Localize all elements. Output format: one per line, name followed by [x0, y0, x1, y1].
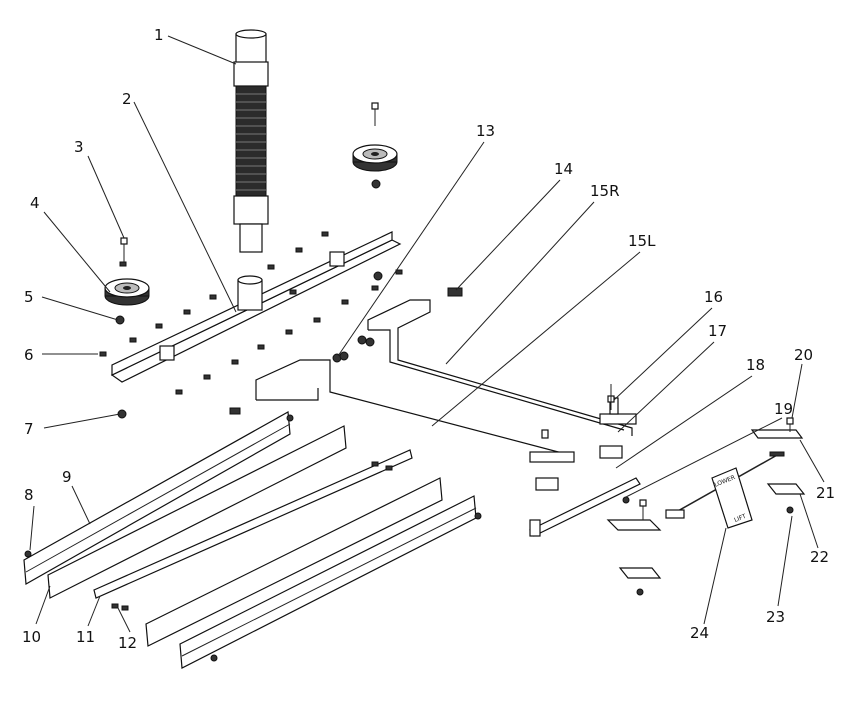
callout-6: 6 — [24, 346, 34, 364]
nut-parts — [115, 287, 463, 419]
flat-bar-lower-part — [145, 477, 443, 647]
callout-2: 2 — [122, 90, 132, 108]
bar-screws — [24, 414, 482, 662]
callout-5: 5 — [24, 288, 34, 306]
callout-24: 24 — [690, 624, 709, 642]
callout-19: 19 — [774, 400, 793, 418]
bolt-part — [120, 237, 128, 262]
callout-7: 7 — [24, 420, 34, 438]
screw-set — [99, 231, 403, 415]
callout-21: 21 — [816, 484, 835, 502]
callout-4: 4 — [30, 194, 40, 212]
callout-11: 11 — [76, 628, 95, 646]
callout-18: 18 — [746, 356, 765, 374]
flat-bar-part — [47, 425, 347, 599]
hose-part — [233, 29, 269, 253]
callout-13: 13 — [476, 122, 495, 140]
callout-labels: 1 2 3 4 5 6 7 8 9 10 11 12 13 14 15R 15L… — [22, 26, 835, 652]
callout-20: 20 — [794, 346, 813, 364]
callout-3: 3 — [74, 138, 84, 156]
callout-15r: 15R — [590, 182, 620, 200]
main-rail-part — [110, 231, 402, 383]
callout-10: 10 — [22, 628, 41, 646]
callout-17: 17 — [708, 322, 727, 340]
callout-8: 8 — [24, 486, 34, 504]
frame-left-part — [255, 359, 575, 463]
foot-pedal-part: LOWER LIFT — [711, 467, 753, 529]
leader-lines — [29, 35, 825, 633]
callout-22: 22 — [810, 548, 829, 566]
callout-23: 23 — [766, 608, 785, 626]
callout-14: 14 — [554, 160, 573, 178]
tooth-bar-upper-part — [23, 411, 291, 585]
frame-right-part — [367, 299, 637, 436]
callout-9: 9 — [62, 468, 72, 486]
bracket-parts — [535, 397, 623, 491]
pedal-label-lift: LIFT — [733, 513, 747, 524]
tooth-bar-lower-part — [179, 495, 477, 669]
callout-15l: 15L — [628, 232, 656, 250]
callout-12: 12 — [118, 634, 137, 652]
drilled-bar-part — [93, 449, 413, 599]
callout-16: 16 — [704, 288, 723, 306]
callout-1: 1 — [154, 26, 164, 44]
wheel-right-part — [352, 102, 398, 189]
wheel-left-part — [104, 278, 150, 306]
pedal-linkage-parts — [529, 384, 806, 596]
